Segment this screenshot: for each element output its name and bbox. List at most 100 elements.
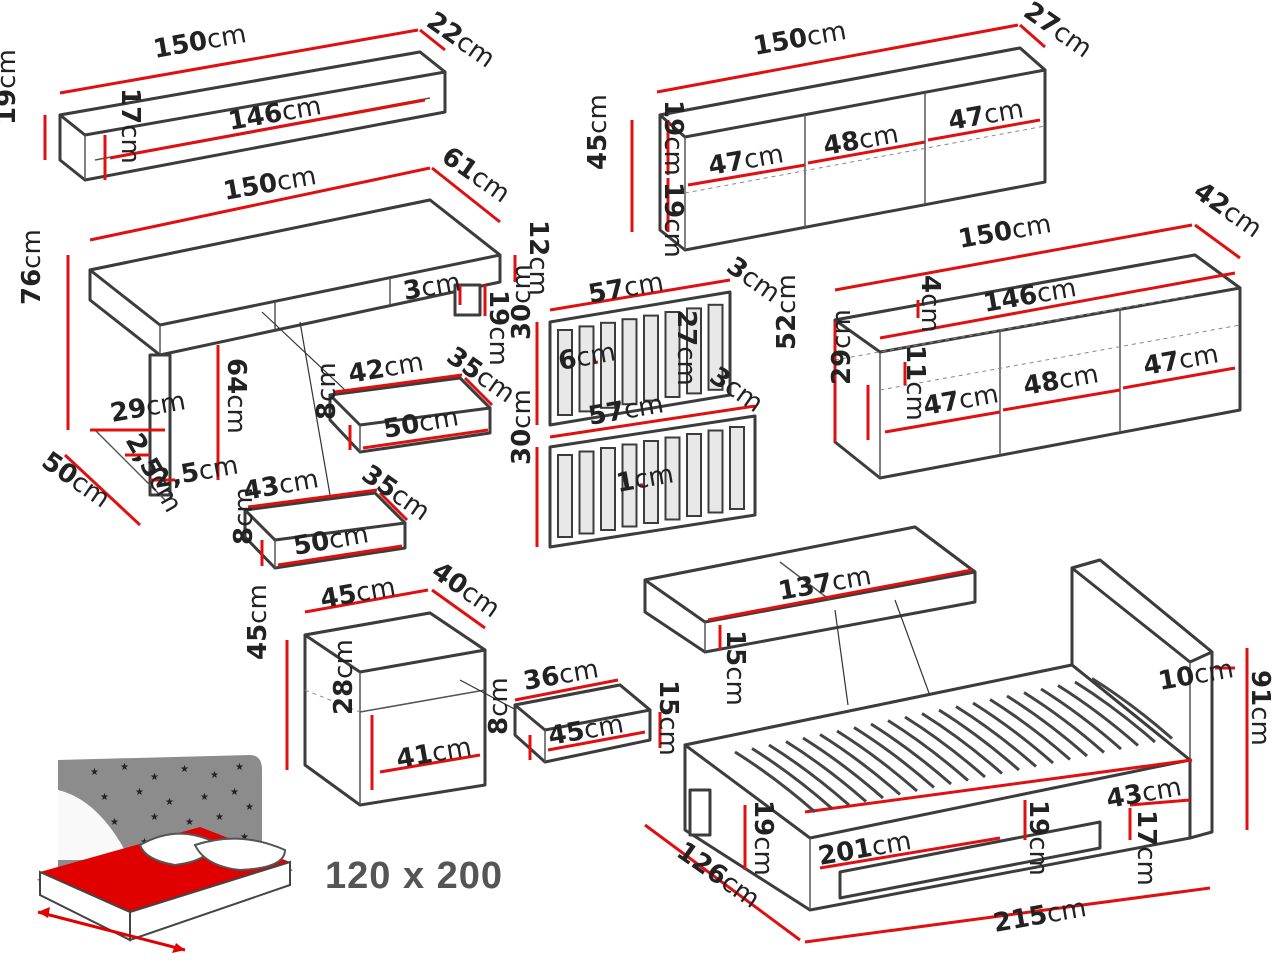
dimension-line [549, 404, 756, 439]
dimension-line [834, 223, 1193, 292]
nightstand [285, 588, 521, 807]
dimension-line [707, 568, 973, 622]
dimension-label: 19cm [658, 100, 688, 176]
dimension-label: 30cm [507, 389, 537, 465]
slat [707, 429, 724, 514]
dimension-label: 8cm [484, 677, 514, 735]
dimension-line [431, 166, 501, 224]
slat [557, 454, 573, 538]
desk [63, 166, 517, 527]
bed-slat [819, 733, 901, 796]
dimension-label: 42cm [346, 347, 426, 390]
dimension-label: 50cm [291, 519, 371, 562]
star-icon: ★ [150, 812, 159, 823]
star-icon: ★ [235, 762, 244, 773]
dimension-line [362, 428, 489, 450]
star-icon: ★ [180, 764, 189, 775]
wall-cabinet [630, 23, 1047, 252]
star-icon: ★ [185, 817, 194, 828]
bed-with-starry-headboard-icon: ★★★★★★★★★★★★★★★★★★★ [37, 755, 294, 953]
dimension-label: 12cm [523, 220, 553, 296]
dimension-line [879, 271, 1236, 340]
slat [557, 329, 573, 416]
bed-drawer [643, 525, 991, 861]
dimension-label: 4cm [915, 275, 945, 333]
slat [643, 440, 659, 524]
dimension-label: 52cm [772, 274, 802, 350]
dimension-label: 47cm [946, 94, 1026, 137]
bed-slat [887, 719, 969, 782]
dimension-label: 150cm [956, 209, 1054, 255]
dimension-line [1019, 23, 1046, 49]
slat [600, 447, 616, 531]
star-icon: ★ [240, 832, 249, 843]
slat [686, 307, 702, 395]
bed-slat [785, 740, 867, 803]
dimension-line [109, 98, 426, 160]
dimension-label: 48cm [1021, 359, 1101, 402]
dimension-label: 15cm [720, 630, 750, 706]
bed-slat [955, 705, 1037, 768]
dimension-label: 17cm [1131, 810, 1161, 886]
bed-slat [1091, 677, 1173, 740]
dimension-label: 150cm [221, 161, 319, 207]
dimension-label: 11cm [900, 345, 930, 421]
dimension-line [656, 23, 1019, 94]
dimension-label: 47cm [1141, 339, 1221, 382]
bed-slat [989, 698, 1071, 761]
dimension-line [514, 678, 619, 702]
slat [686, 433, 702, 517]
star-icon: ★ [230, 787, 239, 798]
star-icon: ★ [120, 762, 129, 773]
bed-slat [1057, 684, 1139, 747]
dimension-label: 8cm [312, 362, 342, 420]
dimension-label: 150cm [751, 16, 849, 62]
bed-slat [751, 747, 833, 810]
dimension-line [89, 166, 431, 242]
dimension-label: 19cm [658, 182, 688, 258]
dimension-label: 57cm [586, 267, 666, 310]
dimension-line [463, 376, 494, 407]
star-icon: ★ [245, 802, 254, 813]
slat [643, 314, 659, 402]
bed-slat [1074, 680, 1156, 744]
dimension-label: 91cm [1245, 670, 1275, 746]
dimension-label: 43cm [1104, 772, 1184, 815]
dimension-line [1194, 223, 1241, 260]
dimension-line [819, 836, 1001, 870]
dimension-label: 57cm [586, 389, 666, 432]
star-icon: ★ [165, 797, 174, 808]
bed-slat [768, 743, 850, 807]
star-icon: ★ [110, 817, 119, 828]
dimension-label: 29cm [827, 309, 857, 385]
dimension-label: 45cm [318, 572, 398, 615]
dimension-label: 50cm [381, 402, 461, 445]
bed-size-label: 120 x 200 [325, 855, 504, 897]
dimension-line [884, 410, 1001, 434]
dimension-line [419, 28, 446, 52]
dimension-label: 45cm [243, 584, 273, 660]
dimension-label: 19cm [748, 800, 778, 876]
dimension-line [378, 491, 409, 522]
dimension-label: 19cm [483, 290, 513, 366]
dimension-label: 61cm [436, 141, 515, 209]
dimension-label: 36cm [521, 654, 601, 697]
slatted-panel-upper [535, 278, 732, 427]
slats-upper [557, 303, 724, 416]
dimension-label: 30cm [507, 264, 537, 340]
slat [578, 450, 595, 535]
star-icon: ★ [200, 792, 209, 803]
nightstand-drawer [513, 678, 662, 764]
bed-slats [734, 677, 1173, 814]
dimension-label: 48cm [821, 119, 901, 162]
dimension-label: 28cm [329, 639, 359, 715]
dimension-line [547, 730, 646, 752]
dimension-line [687, 163, 806, 187]
dimension-line [1129, 798, 1191, 807]
dimension-line [549, 278, 731, 312]
dimension-label: 41cm [394, 732, 474, 775]
dimension-label: 215cm [991, 893, 1089, 939]
